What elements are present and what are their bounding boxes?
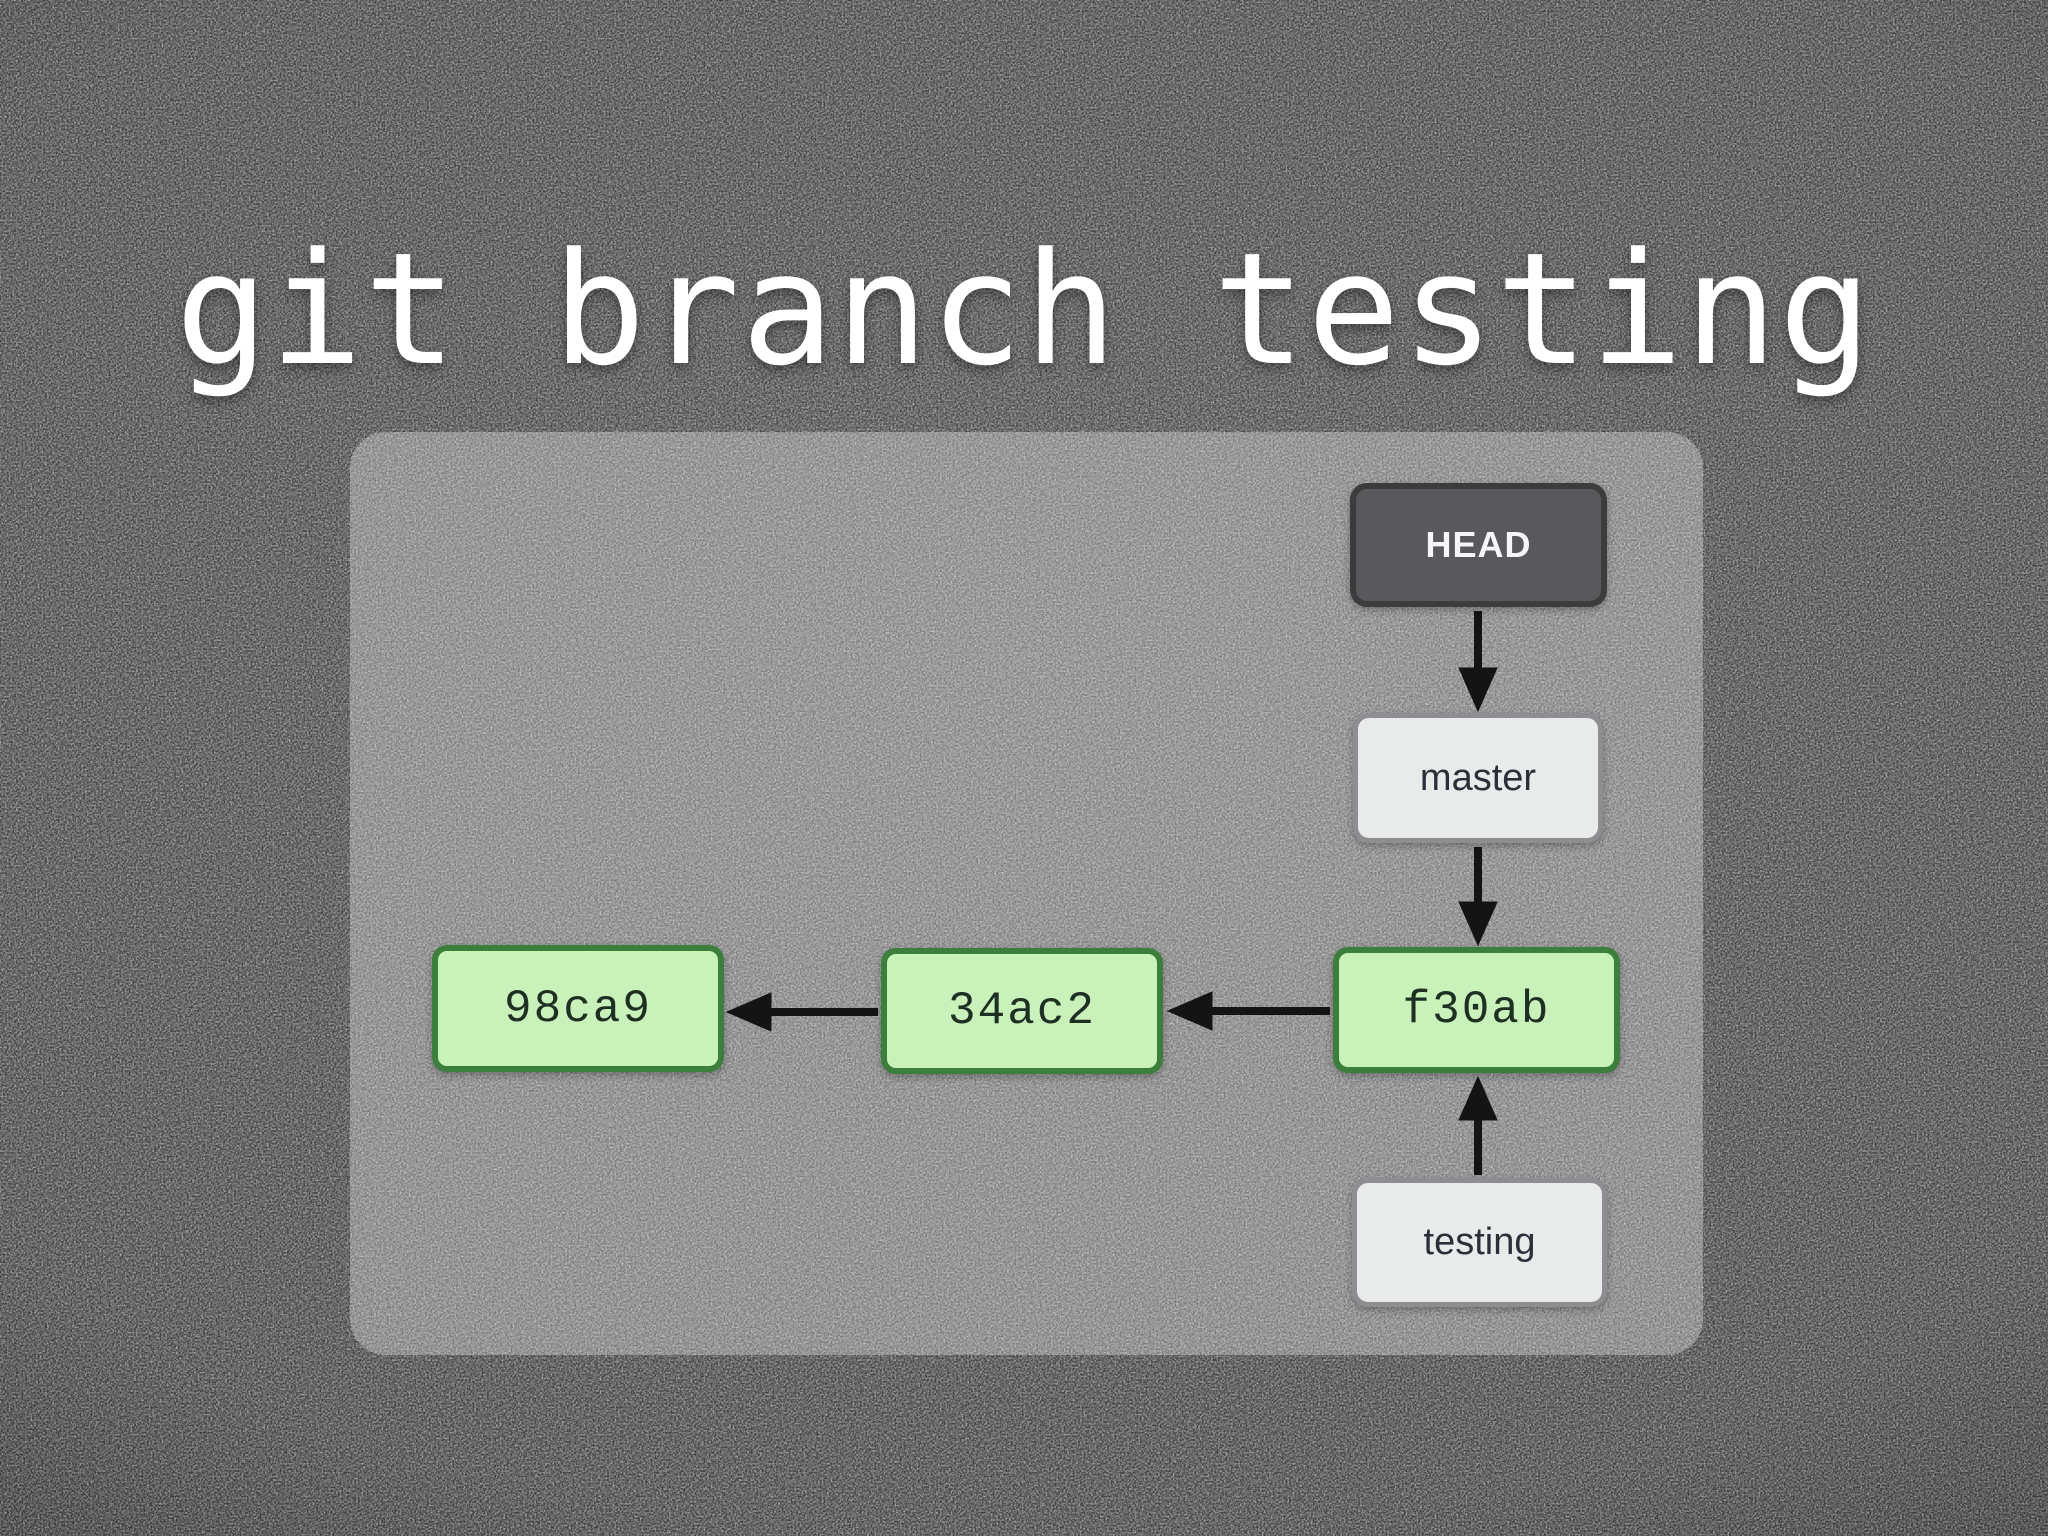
node-head-label: HEAD [1425,524,1532,565]
node-f30ab-label: f30ab [1402,984,1551,1036]
node-commit-98ca9: 98ca9 [432,945,724,1072]
node-branch-master: master [1353,713,1603,843]
node-head-pointer: HEAD [1350,483,1607,607]
node-98ca9-label: 98ca9 [503,982,653,1035]
node-34ac2-label: 34ac2 [947,985,1097,1037]
slide-title: git branch testing [175,218,1873,400]
node-branch-testing: testing [1352,1178,1607,1307]
node-commit-f30ab: f30ab [1333,947,1620,1073]
node-commit-34ac2: 34ac2 [881,948,1163,1074]
node-testing-label: testing [1423,1221,1536,1263]
node-master-label: master [1419,756,1537,799]
